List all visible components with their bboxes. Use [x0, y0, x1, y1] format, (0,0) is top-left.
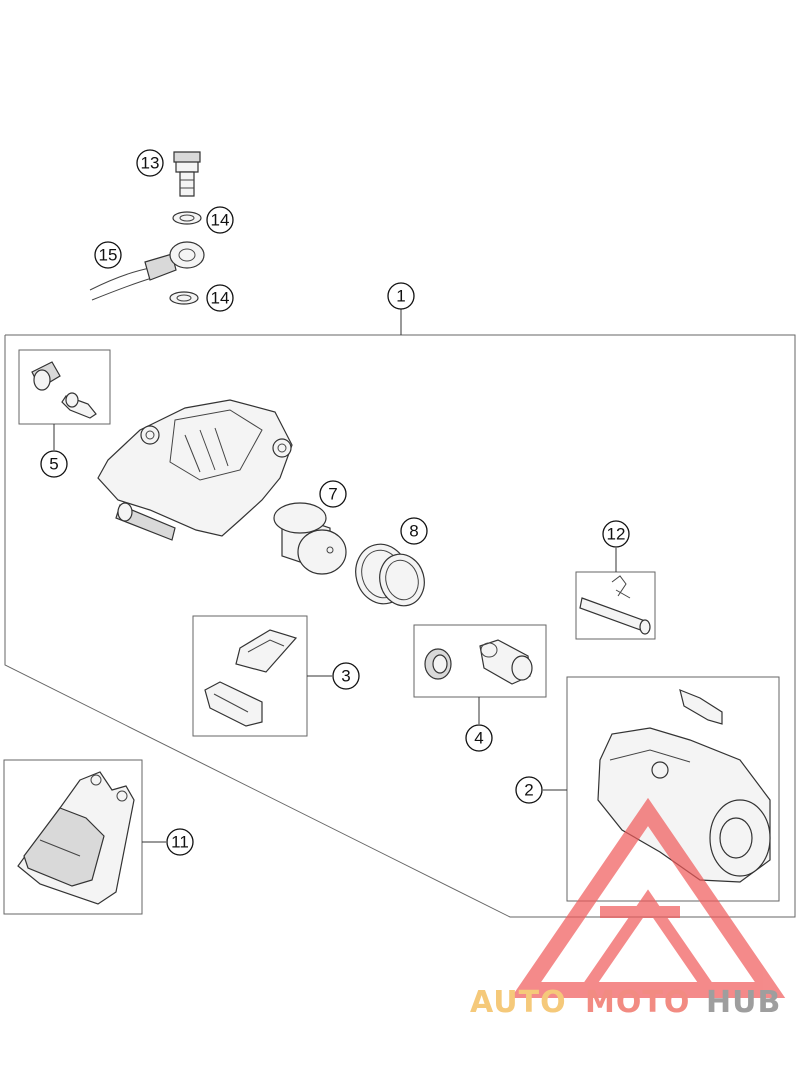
piston-part: [273, 502, 347, 575]
watermark-auto: AUTO: [470, 985, 567, 1020]
callout-14-upper: 14: [206, 206, 234, 234]
callout-15-label: 15: [99, 246, 118, 265]
banjo-bolt-part: [173, 151, 201, 197]
caliper-body-part: [97, 399, 293, 541]
callout-1: 1: [387, 282, 415, 310]
watermark-text: AUTO MOTO HUB: [470, 985, 781, 1020]
caliper-assembly-part: [597, 689, 771, 883]
callout-1-label: 1: [396, 287, 405, 306]
callout-14-lower-label: 14: [211, 289, 230, 308]
watermark-hub: HUB: [706, 985, 781, 1020]
part-11-box: [3, 759, 143, 915]
pad-spring-part: [204, 629, 298, 727]
callout-4: 4: [465, 724, 493, 752]
watermark-moto: MOTO: [585, 985, 690, 1020]
callout-8: 8: [400, 517, 428, 545]
brake-hose-part: [89, 241, 205, 301]
callout-5: 5: [40, 450, 68, 478]
callout-13-label: 13: [141, 154, 160, 173]
callout-15: 15: [94, 241, 122, 269]
watermark-logo: [510, 797, 786, 998]
part-2-box: [566, 676, 780, 902]
callout-3: 3: [332, 662, 360, 690]
callout-3-label: 3: [341, 667, 350, 686]
callout-14-upper-label: 14: [211, 211, 230, 230]
guide-pin-part: [579, 575, 651, 635]
part-5-box: [18, 349, 111, 425]
brake-pads-part: [17, 771, 135, 905]
callout-5-label: 5: [49, 455, 58, 474]
dust-boots-part: [424, 639, 533, 685]
callout-7-label: 7: [328, 485, 337, 504]
piston-seals-part: [355, 543, 425, 607]
bleed-screw-part: [31, 361, 97, 419]
washer-upper: [172, 211, 202, 225]
callout-14-lower: 14: [206, 284, 234, 312]
callout-2-label: 2: [524, 781, 533, 800]
callout-8-label: 8: [409, 522, 418, 541]
callout-11-label: 11: [171, 833, 189, 852]
washer-lower: [169, 291, 199, 305]
callout-7: 7: [319, 480, 347, 508]
callout-12: 12: [602, 520, 630, 548]
part-4-box: [413, 624, 547, 698]
callout-11: 11: [166, 828, 194, 856]
callout-12-label: 12: [607, 525, 626, 544]
callout-2: 2: [515, 776, 543, 804]
callout-13: 13: [136, 149, 164, 177]
callout-4-label: 4: [474, 729, 483, 748]
